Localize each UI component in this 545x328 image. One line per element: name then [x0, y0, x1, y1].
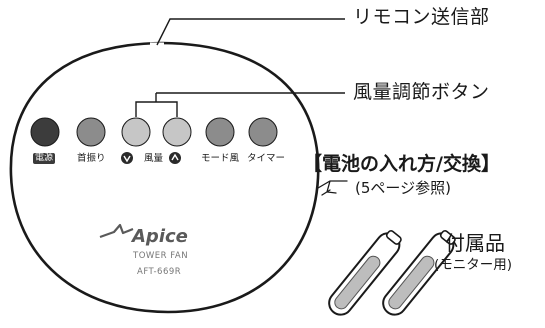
product-line: TOWER FAN — [133, 251, 189, 261]
accessory-title: 付属品 — [445, 231, 505, 255]
timer-button[interactable] — [248, 117, 278, 147]
mode-button[interactable] — [205, 117, 235, 147]
power-button-label: 電源 — [33, 153, 56, 164]
accessory-subtitle: (モニター用) — [434, 257, 513, 273]
airflow-button-caption: 風量 — [144, 153, 164, 164]
battery-1 — [328, 230, 402, 316]
airflow-button-label: 風量調節ボタン — [353, 81, 490, 103]
brand-logo-mark — [99, 223, 134, 239]
airflow-up-button[interactable] — [162, 117, 192, 147]
battery-section-title: 【電池の入れ方/交換】 — [303, 153, 500, 175]
remote-transmitter-label: リモコン送信部 — [353, 6, 490, 28]
pointing-hand-icon — [317, 180, 348, 196]
model-number: AFT-669R — [137, 267, 182, 277]
transmitter-callout-line — [156, 18, 345, 46]
battery-2 — [382, 230, 456, 316]
swing-button[interactable] — [76, 117, 106, 147]
down-arrow-glyph — [123, 155, 131, 163]
brand-name: Apice — [132, 226, 188, 247]
power-button[interactable] — [30, 117, 60, 147]
swing-button-label: 首振り — [77, 153, 106, 164]
remote-body — [9, 41, 320, 314]
down-arrow-icon — [121, 152, 133, 164]
mode-button-label: モード風 — [201, 153, 240, 164]
up-arrow-glyph — [171, 153, 179, 161]
timer-button-label: タイマー — [247, 153, 286, 164]
up-arrow-icon — [169, 152, 181, 164]
page-reference: (5ページ参照) — [355, 179, 451, 197]
airflow-down-button[interactable] — [121, 117, 151, 147]
